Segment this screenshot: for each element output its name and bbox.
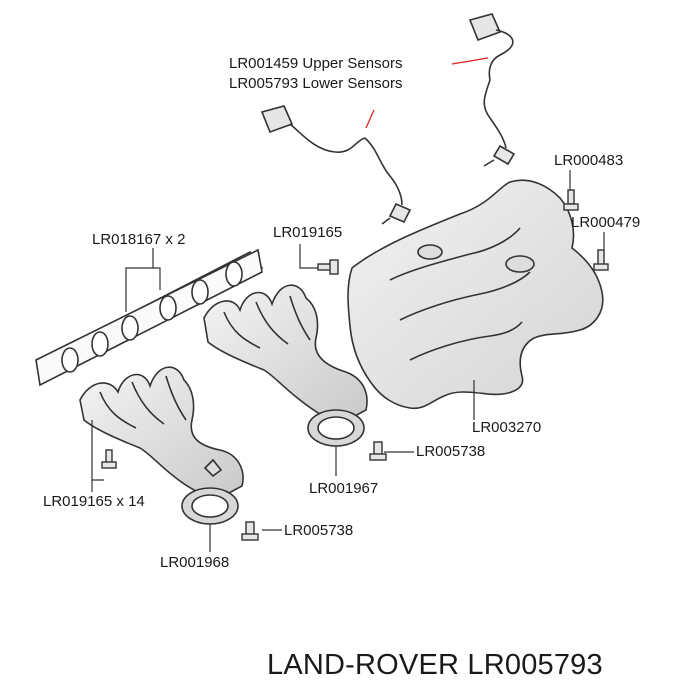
label-heat-shield: LR003270 xyxy=(472,419,542,436)
sensor-leader-line xyxy=(365,57,489,129)
label-lower-sensors: LR005793 Lower Sensors xyxy=(229,75,403,92)
exhaust-manifold-left xyxy=(79,366,244,525)
nut-lr005738-upper xyxy=(369,441,387,461)
label-lr019165-upper: LR019165 xyxy=(273,224,343,241)
upper-oxygen-sensor xyxy=(468,13,516,167)
bolt-lr000483 xyxy=(563,189,579,211)
brand-part-number: LAND-ROVER LR005793 xyxy=(267,649,603,681)
label-manifold-right: LR001967 xyxy=(309,480,379,497)
manifold-gasket xyxy=(35,248,264,387)
label-lr019165-lower: LR019165 x 14 xyxy=(43,493,145,510)
label-lr005738-lower: LR005738 xyxy=(284,522,354,539)
label-upper-sensors: LR001459 Upper Sensors xyxy=(229,55,403,72)
label-lr000479: LR000479 xyxy=(571,214,641,231)
exhaust-manifold-right xyxy=(203,284,368,447)
bolt-lr019165-upper xyxy=(317,259,339,275)
heat-shield xyxy=(347,179,604,410)
label-manifold-left: LR001968 xyxy=(160,554,230,571)
stud-lr000479 xyxy=(593,249,609,271)
lower-oxygen-sensor xyxy=(260,105,412,225)
label-lr005738-upper: LR005738 xyxy=(416,443,486,460)
label-lr000483: LR000483 xyxy=(554,152,624,169)
stud-lr019165-lower xyxy=(101,449,117,469)
leader-lines xyxy=(91,170,605,552)
nut-lr005738-lower xyxy=(241,521,259,541)
label-gasket: LR018167 x 2 xyxy=(92,231,186,248)
